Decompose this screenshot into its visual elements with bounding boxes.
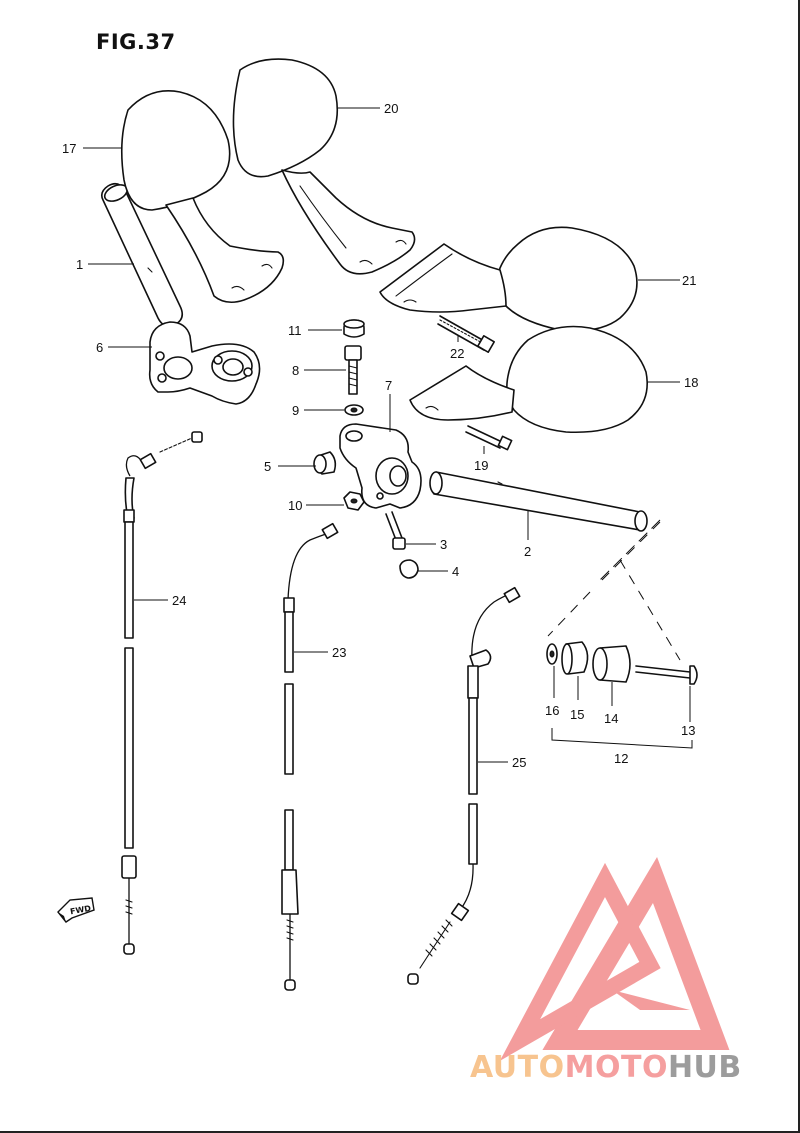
part-mirror-right-21 xyxy=(379,226,638,332)
callout-15: 15 xyxy=(570,707,584,722)
part-bolt-19 xyxy=(465,425,513,451)
bracket-12 xyxy=(551,728,693,749)
fwd-arrow-icon: FWD xyxy=(57,897,95,923)
part-bolt-3 xyxy=(385,511,406,550)
callout-18: 18 xyxy=(684,375,698,390)
part-cap-5 xyxy=(313,451,337,475)
part-washer-9 xyxy=(344,404,364,416)
part-cap-4 xyxy=(399,559,419,579)
part-holder-right xyxy=(339,423,422,509)
part-washer-16 xyxy=(546,643,558,665)
callout-8: 8 xyxy=(292,363,299,378)
callout-6: 6 xyxy=(96,340,103,355)
part-mirror-right-18 xyxy=(409,325,648,434)
part-mirror-upper-right xyxy=(232,58,416,275)
callout-12: 12 xyxy=(614,751,628,766)
callout-3: 3 xyxy=(440,537,447,552)
part-bolt-13 xyxy=(635,665,698,685)
watermark-moto: MOTO xyxy=(564,1050,668,1085)
part-weight-14 xyxy=(592,645,631,683)
callout-17: 17 xyxy=(62,141,76,156)
callout-2: 2 xyxy=(524,544,531,559)
watermark-text: AUTOMOTOHUB xyxy=(470,1050,742,1085)
callout-23: 23 xyxy=(332,645,346,660)
callout-11: 11 xyxy=(288,323,302,338)
callout-19: 19 xyxy=(474,458,488,473)
part-clamp-holder-left xyxy=(148,321,261,405)
callout-25: 25 xyxy=(512,755,526,770)
callout-22: 22 xyxy=(450,346,464,361)
callout-5: 5 xyxy=(264,459,271,474)
callout-24: 24 xyxy=(172,593,186,608)
watermark-logo xyxy=(499,856,730,1061)
fwd-label: FWD xyxy=(69,904,92,917)
figure-title: FIG.37 xyxy=(96,30,176,54)
callout-20: 20 xyxy=(384,101,398,116)
callout-1: 1 xyxy=(76,257,83,272)
callout-9: 9 xyxy=(292,403,299,418)
callout-4: 4 xyxy=(452,564,459,579)
part-bolt-22 xyxy=(437,315,495,353)
part-cable-23 xyxy=(281,522,339,991)
leader-lines xyxy=(83,107,691,763)
part-mirror-left xyxy=(120,90,285,304)
part-spacer-15 xyxy=(561,641,589,675)
part-nut-10 xyxy=(343,491,365,511)
callout-13: 13 xyxy=(681,723,695,738)
part-handlebar-right xyxy=(429,471,648,532)
part-cable-24 xyxy=(121,431,203,955)
watermark-auto: AUTO xyxy=(470,1050,565,1085)
callout-7: 7 xyxy=(385,378,392,393)
callout-10: 10 xyxy=(288,498,302,513)
part-cap-11 xyxy=(343,319,365,338)
callout-16: 16 xyxy=(545,703,559,718)
callout-14: 14 xyxy=(604,711,618,726)
part-bolt-8 xyxy=(344,345,362,395)
watermark-hub: HUB xyxy=(667,1050,742,1085)
part-cable-25 xyxy=(407,586,521,985)
callout-21: 21 xyxy=(682,273,696,288)
